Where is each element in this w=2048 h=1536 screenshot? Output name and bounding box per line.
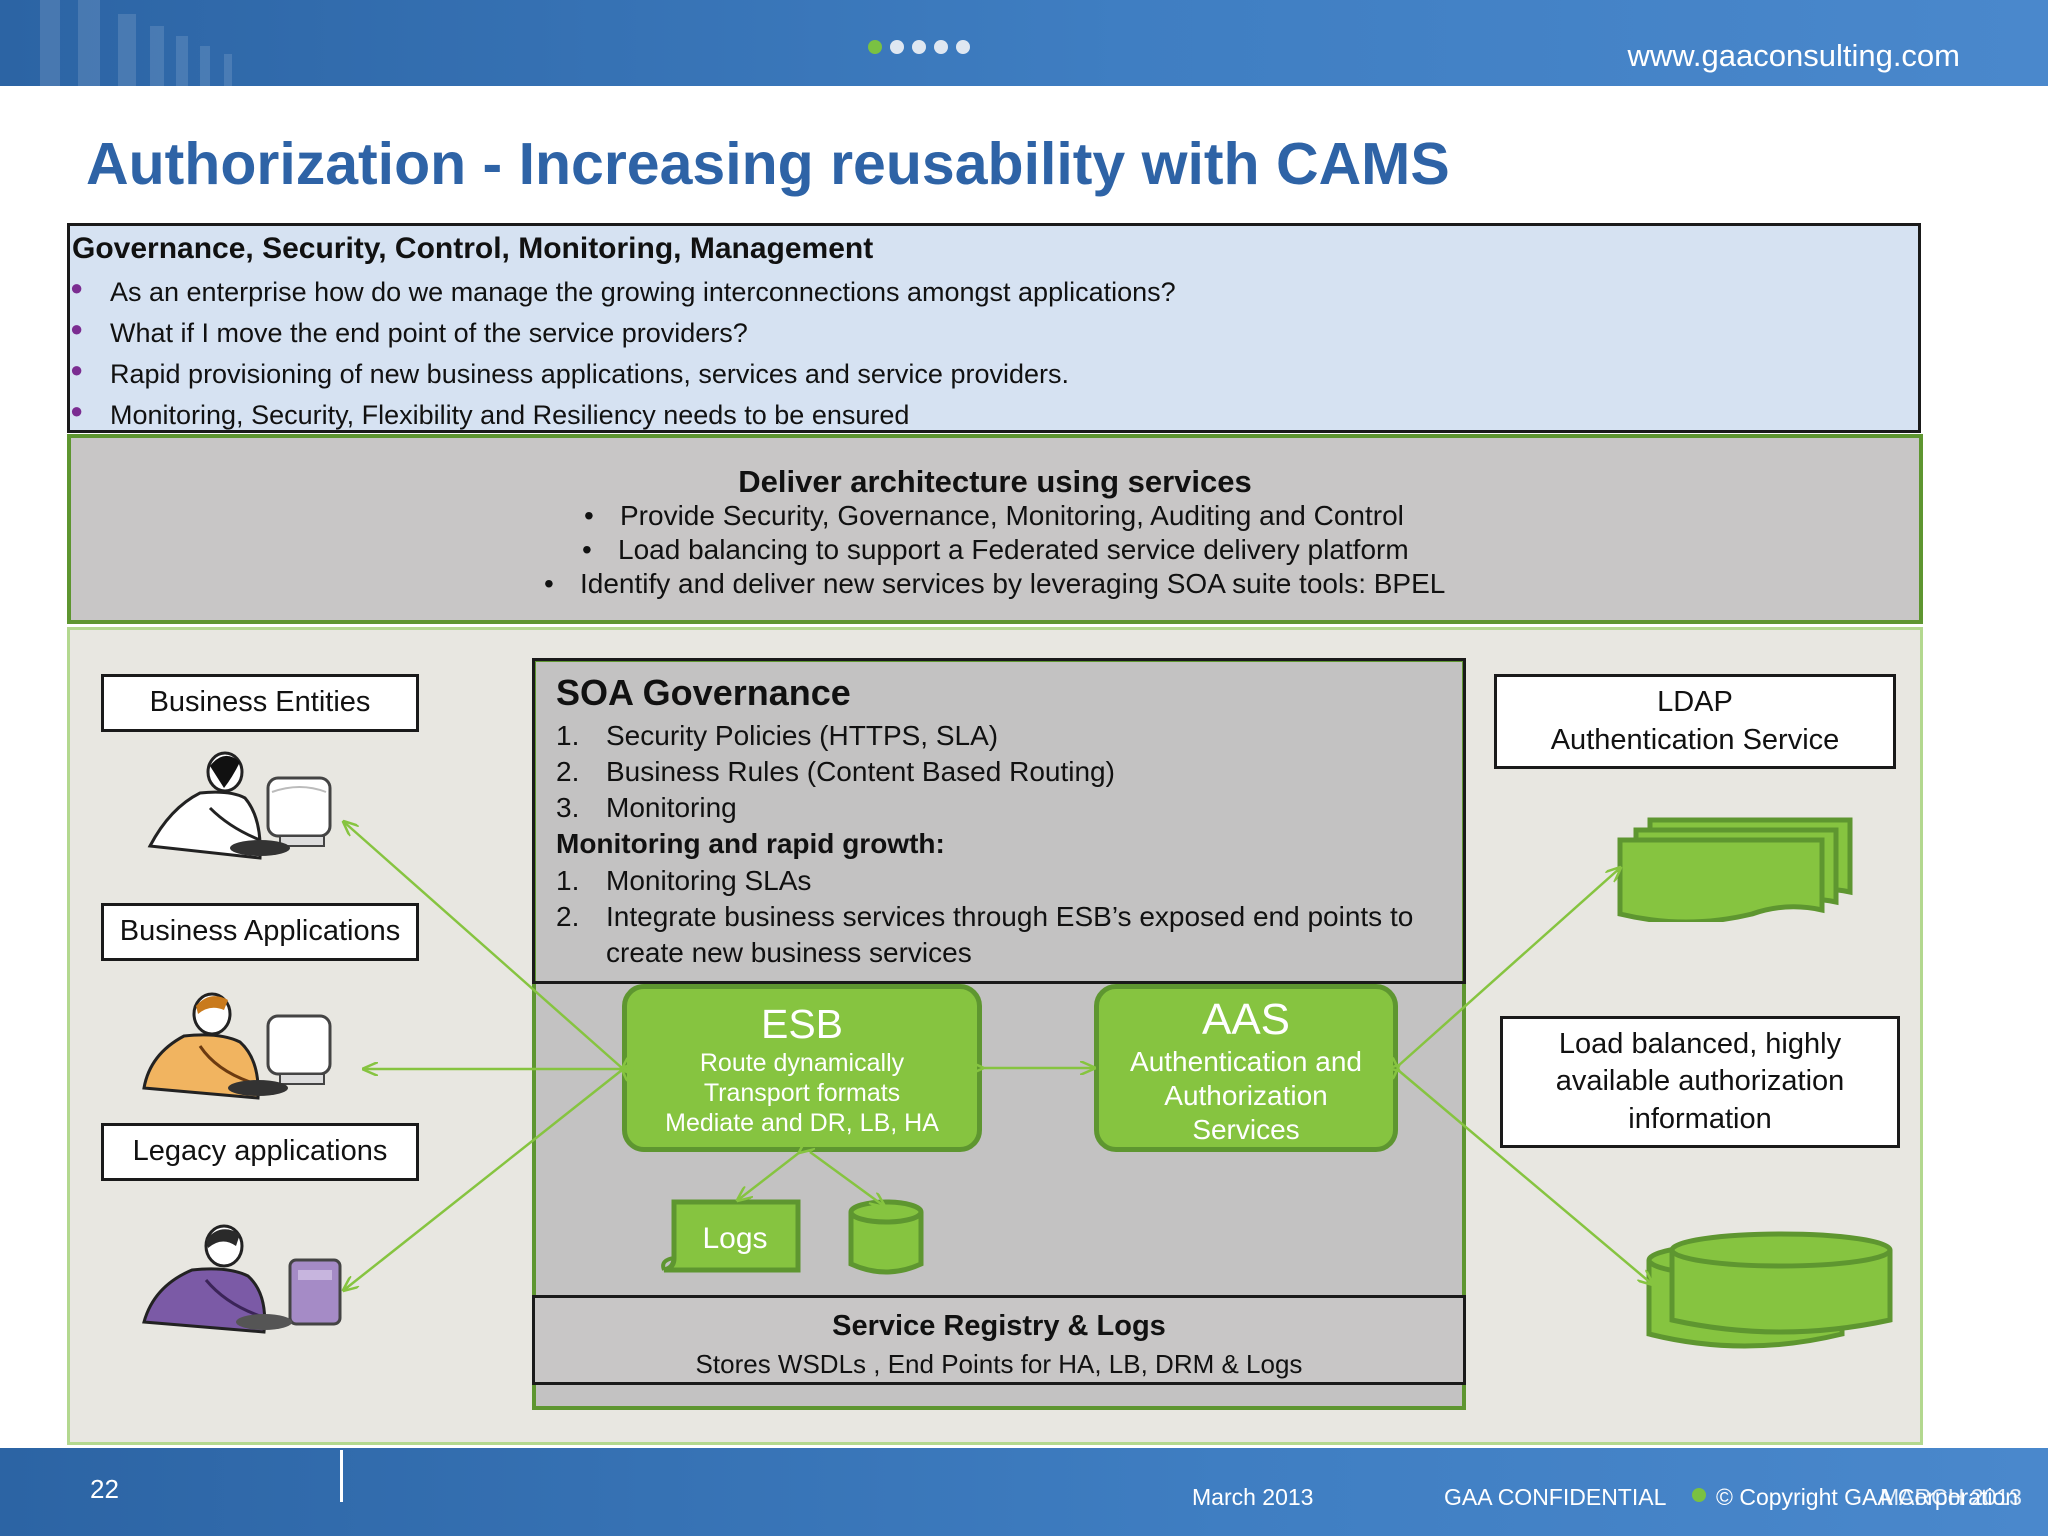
nav-dot[interactable]	[934, 40, 948, 54]
nav-dot[interactable]	[912, 40, 926, 54]
header-bar	[0, 0, 2048, 86]
soa-item-number: 1.	[556, 865, 580, 896]
governance-item-text: Monitoring, Security, Flexibility and Re…	[110, 400, 910, 430]
business-app-person-icon	[142, 992, 332, 1100]
load-balanced-line: available authorization	[1555, 1065, 1845, 1098]
logs-label: Logs	[702, 1222, 768, 1255]
legacy-person-icon	[142, 1224, 342, 1334]
nav-dot[interactable]	[956, 40, 970, 54]
registry-title: Service Registry & Logs	[832, 1310, 1166, 1342]
deliver-heading: Deliver architecture using services	[738, 464, 1252, 499]
business-person-icon	[147, 751, 332, 860]
governance-item-text: As an enterprise how do we manage the gr…	[110, 277, 1176, 307]
bullet-icon: •	[582, 534, 592, 565]
governance-box: Governance, Security, Control, Monitorin…	[67, 223, 1921, 433]
slide-nav-dots[interactable]	[868, 40, 970, 58]
esb-line: Transport formats	[703, 1079, 901, 1107]
aas-line: Services	[1192, 1114, 1300, 1145]
aas-title: AAS	[1201, 995, 1291, 1044]
soa-sub-item: Integrate business services through ESB’…	[606, 901, 1414, 932]
soa-sub-item-continuation: create new business services	[606, 937, 972, 968]
esb-box: ESB Route dynamically Transport formats …	[622, 984, 982, 1152]
bullet-icon: ●	[70, 316, 84, 341]
footer-divider	[340, 1450, 343, 1502]
footer-overlap-date: MARCH 2013	[1880, 1484, 2022, 1510]
logs-scroll-icon	[661, 1199, 801, 1273]
site-url[interactable]: www.gaaconsulting.com	[1627, 38, 1960, 73]
aas-line: Authentication and	[1130, 1046, 1362, 1077]
deliver-item: • Identify and deliver new services by le…	[544, 568, 1446, 600]
esb-line: Mediate and DR, LB, HA	[665, 1109, 939, 1137]
esb-title: ESB	[760, 1001, 844, 1047]
nav-dot[interactable]	[868, 40, 882, 54]
database-icon	[848, 1199, 924, 1275]
soa-item: Business Rules (Content Based Routing)	[606, 756, 1115, 787]
soa-sub-item: Monitoring SLAs	[606, 865, 812, 896]
nav-dot[interactable]	[890, 40, 904, 54]
aas-line: Authorization	[1164, 1080, 1328, 1111]
soa-item: Security Policies (HTTPS, SLA)	[606, 720, 999, 751]
soa-item-number: 3.	[556, 792, 580, 823]
soa-item-number: 2.	[556, 756, 580, 787]
documents-icon	[1617, 817, 1853, 922]
deliver-item: • Load balancing to support a Federated s…	[582, 534, 1409, 566]
registry-subtitle: Stores WSDLs , End Points for HA, LB, DR…	[695, 1349, 1303, 1379]
bullet-icon: ●	[70, 275, 84, 300]
business-entities-label: Business Entities	[101, 674, 419, 732]
footer-date: March 2013	[1192, 1484, 1314, 1510]
footer-confidential: GAA CONFIDENTIAL	[1444, 1484, 1667, 1510]
deliver-item-text: Identify and deliver new services by lev…	[580, 568, 1446, 599]
bullet-icon: ●	[70, 357, 84, 382]
soa-title: SOA Governance	[556, 672, 851, 713]
footer-dot-icon	[1692, 1488, 1706, 1502]
service-registry-box: Service Registry & Logs Stores WSDLs , E…	[532, 1295, 1466, 1385]
ldap-line: Authentication Service	[1550, 723, 1840, 756]
ldap-label: LDAP Authentication Service	[1494, 674, 1896, 769]
business-applications-label: Business Applications	[101, 903, 419, 961]
deliver-item: • Provide Security, Governance, Monitorin…	[584, 500, 1404, 532]
soa-subheading: Monitoring and rapid growth:	[556, 828, 945, 859]
deliver-item-text: Provide Security, Governance, Monitoring…	[620, 500, 1404, 531]
soa-item: Monitoring	[606, 792, 737, 823]
database-cluster-icon	[1646, 1231, 1893, 1349]
deliver-architecture-box: Deliver architecture using services • Pro…	[67, 434, 1923, 624]
soa-item-number: 2.	[556, 901, 580, 932]
bullet-icon: •	[584, 500, 594, 531]
deliver-item-text: Load balancing to support a Federated se…	[618, 534, 1409, 565]
load-balanced-line: information	[1628, 1102, 1772, 1135]
page-number: 22	[90, 1474, 119, 1504]
soa-item-number: 1.	[556, 720, 580, 751]
bullet-icon: •	[544, 568, 554, 599]
load-balanced-line: Load balanced, highly	[1558, 1028, 1842, 1061]
bullet-icon: ●	[70, 398, 84, 423]
governance-heading: Governance, Security, Control, Monitorin…	[72, 232, 874, 265]
aas-box: AAS Authentication and Authorization Ser…	[1094, 984, 1398, 1152]
esb-line: Route dynamically	[699, 1049, 905, 1077]
ldap-line: LDAP	[1657, 686, 1733, 719]
footer-copyright: © Copyright GAA Corporation	[1716, 1484, 2019, 1510]
legacy-applications-label: Legacy applications	[101, 1123, 419, 1181]
page-title: Authorization - Increasing reusability w…	[86, 131, 1450, 197]
governance-item-text: What if I move the end point of the serv…	[110, 318, 748, 348]
governance-item-text: Rapid provisioning of new business appli…	[110, 359, 1069, 389]
load-balanced-label: Load balanced, highly available authoriz…	[1500, 1016, 1900, 1148]
